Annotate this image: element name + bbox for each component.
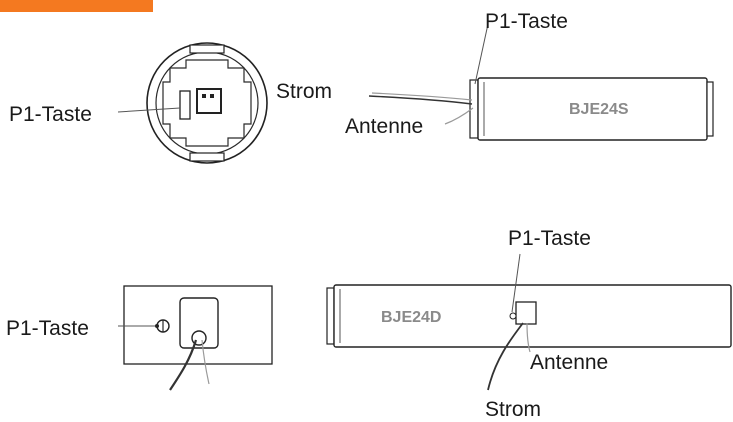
antenna-top [444, 107, 474, 125]
top-right-power-label: Strom [276, 80, 332, 103]
power-cable-right [487, 322, 524, 391]
top-right-button-leader [474, 23, 489, 85]
model-label-bje24s: BJE24S [569, 101, 629, 118]
motor-bje24s: BJE24S [469, 77, 714, 141]
motor-bje24d: BJE24D [326, 284, 732, 348]
motor-end-view [146, 42, 268, 164]
header-tab [0, 0, 153, 12]
connector-box-bje24d [515, 301, 537, 325]
model-label-bje24d: BJE24D [381, 309, 441, 326]
bottom-right-button-label: P1-Taste [508, 227, 591, 250]
antenna-right [526, 322, 531, 353]
bottom-left-button-label: P1-Taste [6, 317, 89, 340]
p1-button-slot [179, 90, 191, 120]
motor-side-view [123, 285, 273, 365]
connector-socket [196, 88, 222, 114]
top-left-button-leader [117, 107, 181, 113]
bottom-right-button-leader [511, 253, 521, 313]
p1-button-bje24d [509, 312, 517, 320]
top-left-button-label: P1-Taste [9, 103, 92, 126]
top-right-button-label: P1-Taste [485, 10, 568, 33]
bottom-right-power-label: Strom [485, 398, 541, 421]
power-cable-left [169, 339, 198, 391]
top-right-antenna-label: Antenne [345, 115, 423, 138]
bottom-right-antenna-label: Antenne [530, 351, 608, 374]
power-cable-top [368, 95, 473, 105]
